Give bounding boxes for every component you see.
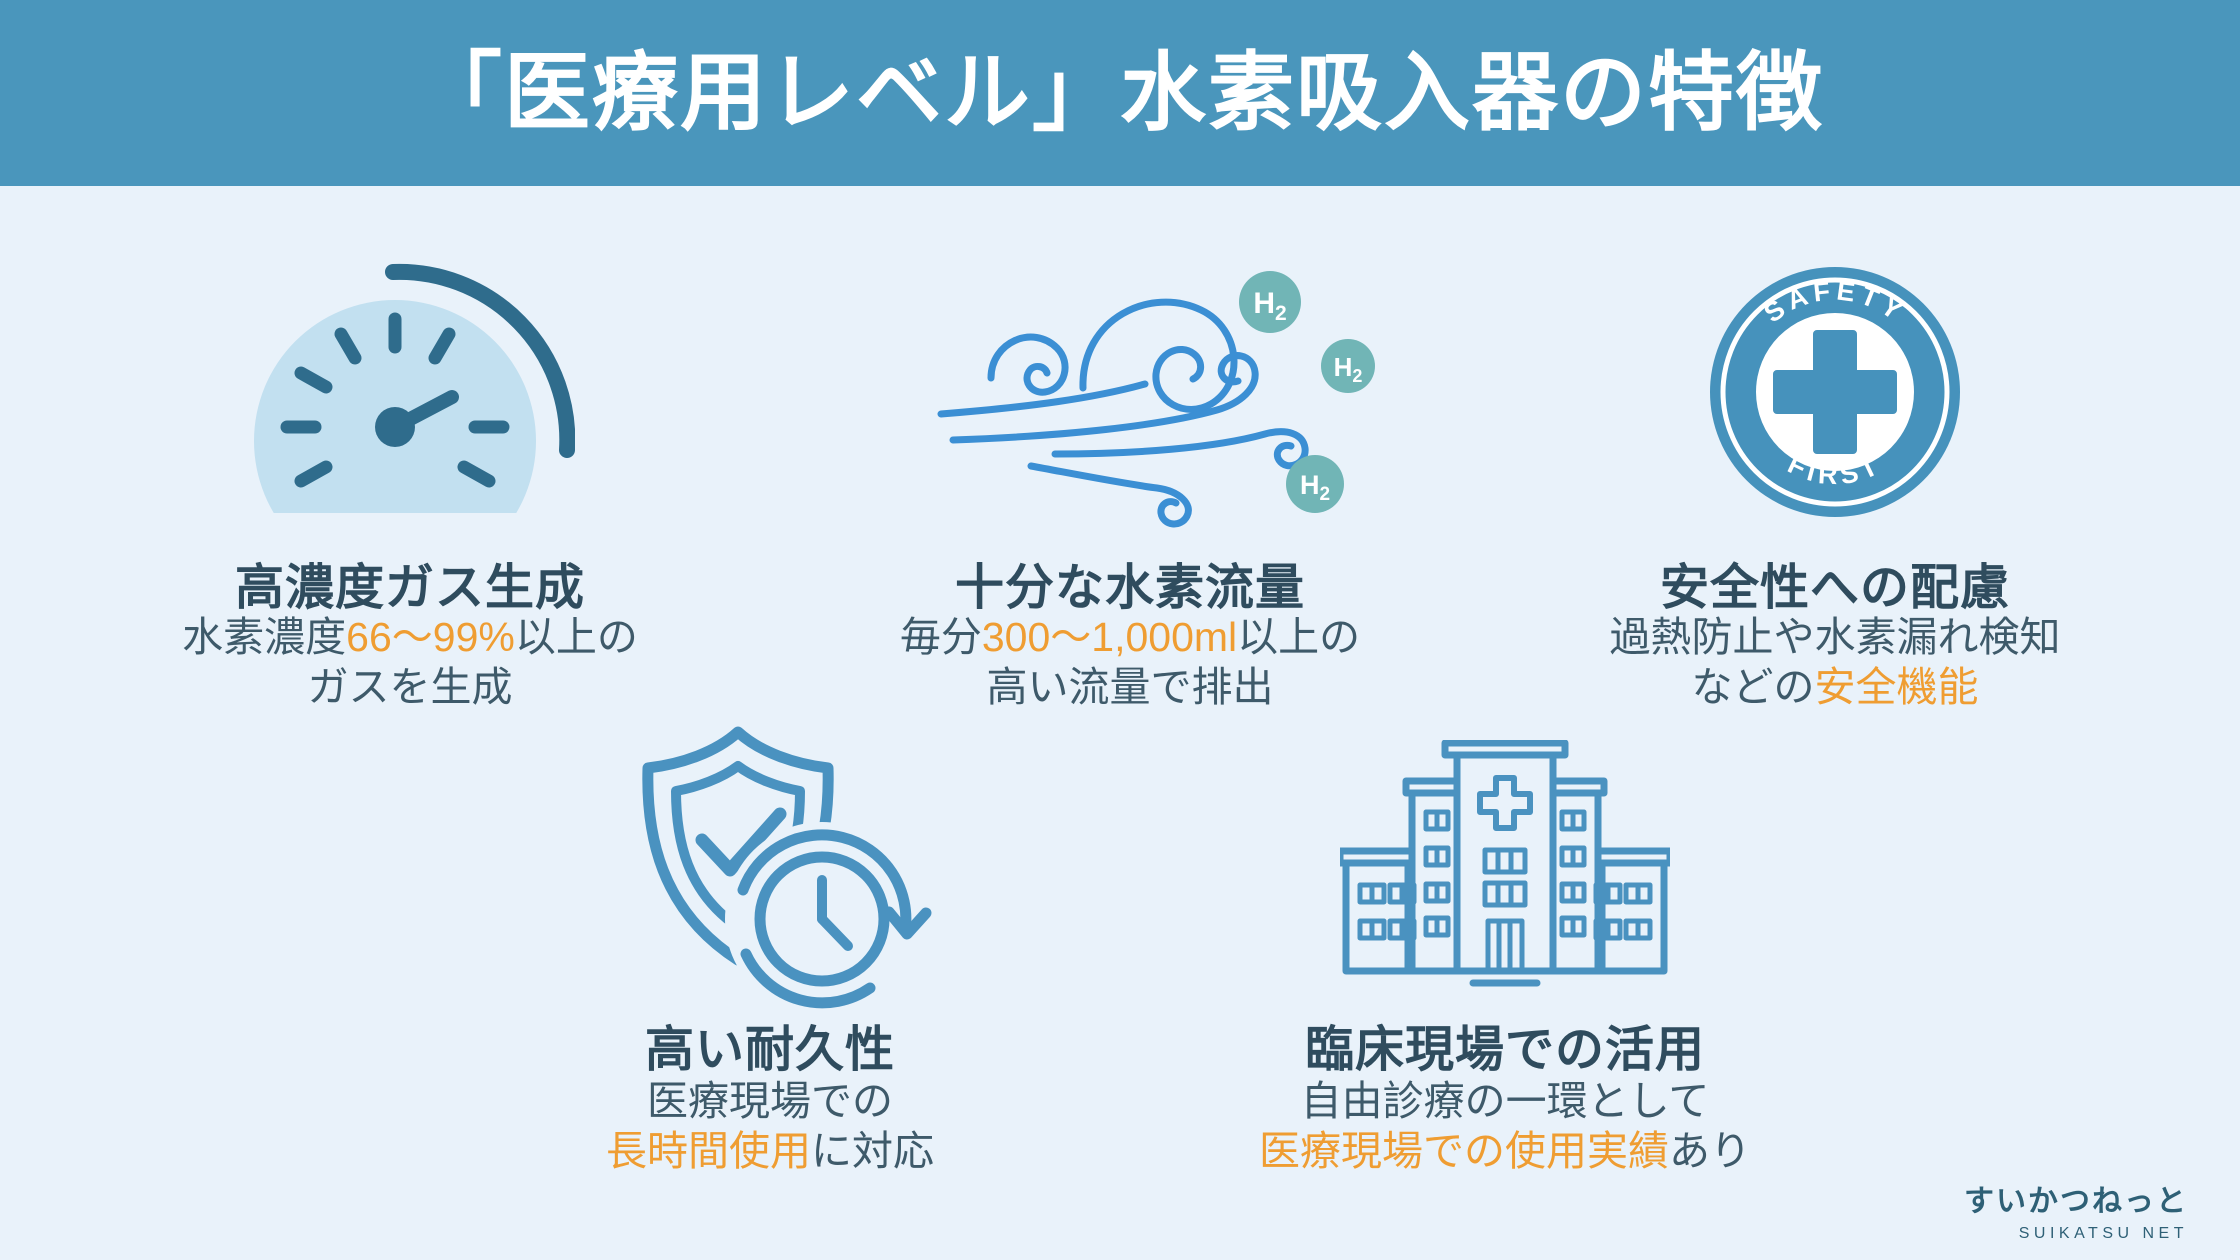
feature-title-durability: 高い耐久性	[644, 1023, 895, 1077]
svg-text:H2: H2	[1253, 287, 1286, 325]
desc-line: 自由診療の一環として	[1300, 1078, 1710, 1124]
desc-line: 医療現場での	[647, 1078, 893, 1124]
h2-molecule-badges: H2 H2 H2	[1239, 271, 1375, 513]
svg-text:H2: H2	[1300, 470, 1330, 505]
brand-logo-japanese: すいかつねっと	[1964, 1185, 2188, 1218]
wind-h2-icon: H2 H2 H2	[935, 258, 1377, 534]
desc-line: 医療現場での使用実績あり	[1259, 1128, 1751, 1174]
desc-line: 長時間使用に対応	[606, 1128, 934, 1174]
brand-logo-english: SUIKATSU NET	[2018, 1225, 2188, 1242]
feature-desc-safety: 過熱防止や水素漏れ検知 などの安全機能	[1525, 612, 2145, 712]
desc-line: 高い流量で排出	[986, 664, 1274, 710]
feature-title-safety: 安全性への配慮	[1659, 561, 2010, 615]
shield-clock-icon	[630, 722, 940, 1022]
desc-line: ガスを生成	[307, 664, 513, 710]
feature-desc-durability: 医療現場での 長時間使用に対応	[460, 1076, 1080, 1176]
hospital-icon	[1340, 740, 1670, 990]
safety-first-badge-icon: SAFETY FIRST	[1707, 264, 1963, 520]
brand-logo: すいかつねっと SUIKATSU NET	[1940, 1176, 2188, 1243]
feature-title-clinical: 臨床現場での活用	[1304, 1023, 1705, 1077]
gauge-icon	[245, 250, 575, 520]
feature-title-gas: 高濃度ガス生成	[234, 561, 585, 615]
desc-line: 毎分300〜1,000ml以上の	[899, 614, 1361, 660]
header-banner: 「医療用レベル」水素吸入器の特徴	[0, 0, 2240, 186]
feature-title-flow: 十分な水素流量	[954, 561, 1305, 615]
feature-desc-gas: 水素濃度66〜99%以上の ガスを生成	[100, 612, 720, 712]
desc-line: 水素濃度66〜99%以上の	[182, 614, 638, 660]
page-title: 「医療用レベル」水素吸入器の特徴	[416, 45, 1824, 141]
feature-desc-flow: 毎分300〜1,000ml以上の 高い流量で排出	[820, 612, 1440, 712]
desc-line: 過熱防止や水素漏れ検知	[1609, 614, 2061, 660]
desc-line: などの安全機能	[1691, 664, 1979, 710]
svg-text:H2: H2	[1334, 352, 1363, 386]
feature-desc-clinical: 自由診療の一環として 医療現場での使用実績あり	[1195, 1076, 1815, 1176]
